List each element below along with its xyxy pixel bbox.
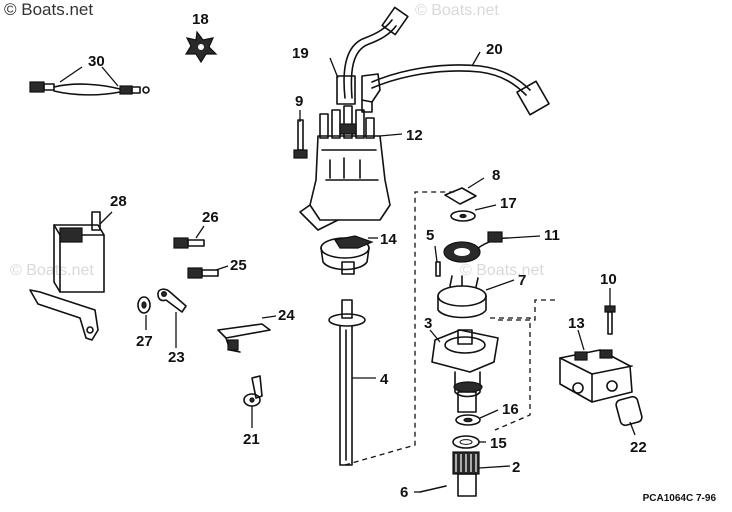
callout-23: 23 <box>168 349 185 366</box>
part-7-pole-piece <box>437 275 487 319</box>
part-20-plug-wire <box>361 64 550 116</box>
part-21-ground-terminal <box>243 375 263 407</box>
part-22-pad <box>615 395 643 427</box>
part-27-washer <box>137 296 151 314</box>
part-8-plate <box>444 187 477 205</box>
callout-30: 30 <box>88 53 105 70</box>
watermark-top-right: © Boats.net <box>415 2 499 19</box>
part-12-distributor-cap <box>299 105 391 231</box>
watermark-mid-right: © Boats.net <box>460 262 544 279</box>
callout-6: 6 <box>400 484 408 501</box>
callout-16: 16 <box>502 401 519 418</box>
part-6-roll-pin <box>419 485 447 493</box>
callout-11: 11 <box>544 227 560 244</box>
part-9-screw <box>293 119 308 159</box>
callouts: 30 18 19 20 9 12 8 17 5 11 14 7 3 4 16 1… <box>88 11 647 501</box>
callout-28: 28 <box>110 193 127 210</box>
callout-27: 27 <box>136 333 153 350</box>
part-14-rotor <box>320 235 374 275</box>
watermark-top-left: © Boats.net <box>4 0 94 19</box>
callout-21: 21 <box>243 431 260 448</box>
callout-15: 15 <box>490 435 507 452</box>
figure-reference: PCA1064C 7-96 <box>642 493 716 504</box>
part-3-housing <box>431 329 499 413</box>
callout-3: 3 <box>424 315 432 332</box>
callout-17: 17 <box>500 195 517 212</box>
callout-12: 12 <box>406 127 423 144</box>
callout-25: 25 <box>230 257 247 274</box>
assembly-dashed-lines <box>344 191 555 466</box>
part-18-grommet <box>184 30 218 64</box>
callout-10: 10 <box>600 271 617 288</box>
callout-14: 14 <box>380 231 397 248</box>
part-28-coil <box>29 211 105 341</box>
part-11-pickup-coil <box>443 231 509 263</box>
part-4-shaft <box>328 299 366 466</box>
callout-5: 5 <box>426 227 434 244</box>
part-15-washer <box>452 435 480 449</box>
part-2-gear <box>452 451 480 497</box>
callout-22: 22 <box>630 439 647 456</box>
callout-2: 2 <box>512 459 520 476</box>
part-26-screw <box>173 237 205 249</box>
callout-26: 26 <box>202 209 219 226</box>
part-10-screw <box>604 305 616 335</box>
callout-7: 7 <box>518 272 526 289</box>
callout-13: 13 <box>568 315 585 332</box>
part-5-pin <box>435 261 441 277</box>
part-24-clip <box>217 323 271 353</box>
callout-4: 4 <box>380 371 389 388</box>
leader-lines <box>59 51 636 493</box>
callout-8: 8 <box>492 167 500 184</box>
callout-19: 19 <box>292 45 309 62</box>
part-25-screw <box>187 267 219 279</box>
part-17-washer <box>450 210 476 222</box>
callout-9: 9 <box>295 93 303 110</box>
part-19-coil-wire <box>336 6 409 105</box>
part-13-module <box>559 349 633 403</box>
callout-18: 18 <box>192 11 209 28</box>
part-16-washer <box>455 414 481 426</box>
part-30-harness <box>29 81 150 96</box>
callout-24: 24 <box>278 307 295 324</box>
callout-20: 20 <box>486 41 503 58</box>
part-23-terminal <box>157 288 187 313</box>
watermark-mid-left: © Boats.net <box>10 262 94 279</box>
